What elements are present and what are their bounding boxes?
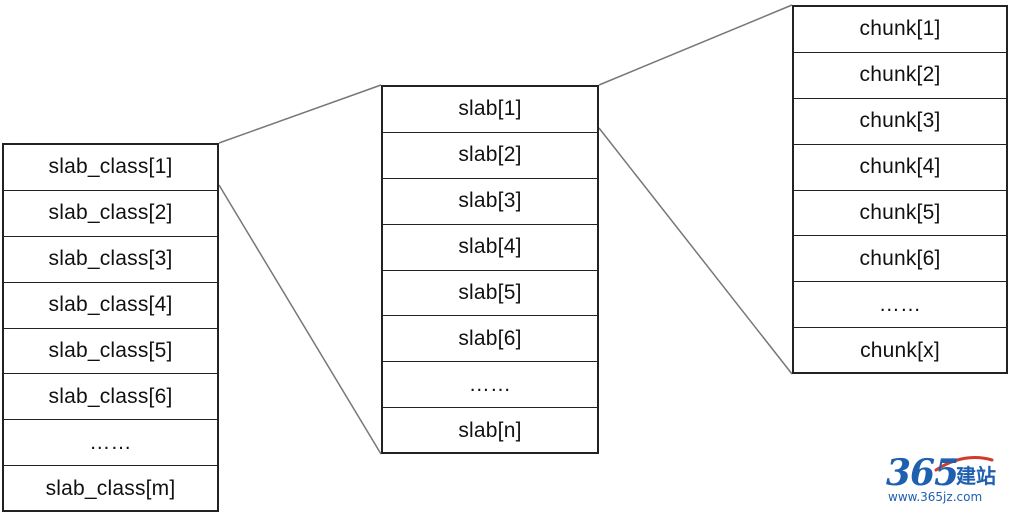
chunk-column: chunk[1] chunk[2] chunk[3] chunk[4] chun…: [792, 5, 1008, 374]
chunk-cell: chunk[4]: [794, 145, 1006, 191]
slab-class-ellipsis: ……: [4, 420, 217, 467]
slab-cell: slab[2]: [383, 133, 597, 179]
connector-slabs-to-chunks-top: [598, 4, 793, 86]
chunk-cell: chunk[5]: [794, 191, 1006, 237]
slab-cell: slab[n]: [458, 419, 522, 443]
slab-column: slab[1] slab[2] slab[3] slab[4] slab[5] …: [381, 85, 599, 454]
connector-slabs-to-chunks-bottom: [598, 127, 793, 375]
slab-cell: slab[5]: [383, 271, 597, 317]
connector-classes-to-slabs-bottom: [218, 184, 382, 455]
chunk-cell: chunk[2]: [794, 53, 1006, 99]
slab-cell: slab[3]: [383, 179, 597, 225]
slab-class-column: slab_class[1] slab_class[2] slab_class[3…: [2, 143, 219, 512]
slab-class-cell: slab_class[3]: [4, 237, 217, 283]
slab-class-cell: slab_class[m]: [45, 477, 176, 501]
chunk-ellipsis: ……: [794, 282, 1006, 329]
slab-class-cell: slab_class[4]: [4, 283, 217, 329]
slab-class-cell: slab_class[1]: [4, 145, 217, 191]
watermark-url: www.365jz.com: [888, 490, 983, 504]
slab-class-cell: slab_class[6]: [4, 374, 217, 421]
slab-class-cell: slab_class[5]: [4, 329, 217, 375]
slab-class-cell: slab_class[2]: [4, 191, 217, 237]
slab-cell: slab[1]: [383, 87, 597, 133]
connector-classes-to-slabs-top: [218, 84, 382, 144]
chunk-cell: chunk[3]: [794, 99, 1006, 145]
slab-cell: slab[6]: [383, 316, 597, 363]
swoosh-icon: [934, 456, 994, 472]
chunk-cell: chunk[1]: [794, 7, 1006, 53]
slab-cell: slab[4]: [383, 225, 597, 271]
chunk-cell: chunk[6]: [794, 236, 1006, 283]
slab-ellipsis: ……: [383, 362, 597, 409]
watermark-digits: 365: [886, 452, 959, 494]
chunk-cell: chunk[x]: [860, 339, 940, 363]
site-watermark-logo: 365 建站 www.365jz.com: [882, 452, 1006, 508]
watermark-cn-text: 建站: [956, 464, 996, 488]
